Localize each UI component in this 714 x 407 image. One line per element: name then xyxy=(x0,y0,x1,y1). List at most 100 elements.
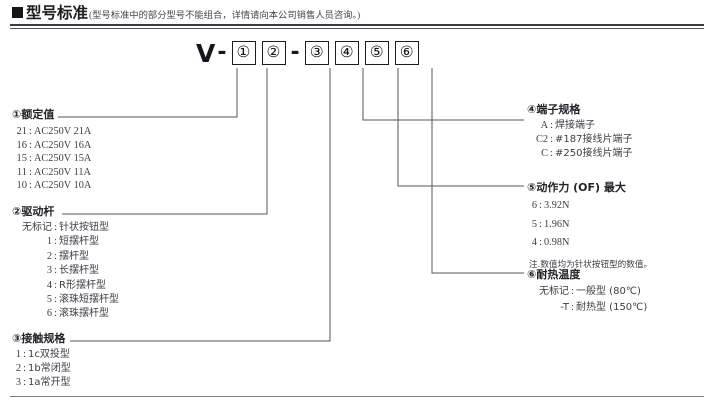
section-2-title: ②驱动杆 xyxy=(12,205,55,218)
list-item: 1 : 1c双投型 xyxy=(12,348,71,362)
list-item: 2 : 1b常闭型 xyxy=(12,362,71,376)
item-colon: : xyxy=(29,180,32,192)
list-item: 3 : 1a常开型 xyxy=(12,376,71,390)
footer-rule xyxy=(10,396,704,397)
item-code: 16 xyxy=(16,139,28,151)
item-code: 2 xyxy=(46,250,52,262)
list-item: 6 : 3.92N xyxy=(527,197,652,216)
header-rule-thin xyxy=(10,27,704,29)
model-box-3: ③ xyxy=(304,41,329,65)
item-colon: : xyxy=(539,237,542,248)
item-colon: : xyxy=(54,265,57,277)
item-code: 4 xyxy=(531,237,537,248)
section-3-title: ③接触规格 xyxy=(12,332,66,345)
item-desc: 1c双投型 xyxy=(28,349,70,360)
item-desc: AC250V 16A xyxy=(34,139,92,151)
item-colon: : xyxy=(29,153,32,165)
item-colon: : xyxy=(54,279,57,291)
item-desc: 耐热型 (150℃) xyxy=(576,302,648,313)
section-operating-force: ⑤动作力 (OF) 最大 6 : 3.92N 5 : 1.96N 4 : 0.9… xyxy=(527,181,652,270)
item-desc: 0.98N xyxy=(544,237,570,248)
item-colon: : xyxy=(54,308,57,320)
item-code: 6 xyxy=(46,308,52,320)
list-item: 无标记 : 一般型 (80℃) xyxy=(527,284,647,300)
section-contact-spec: ③接触规格 1 : 1c双投型 2 : 1b常闭型 3 : 1a常开型 xyxy=(12,332,71,390)
item-code: A xyxy=(540,120,548,131)
item-desc: 1.96N xyxy=(544,218,570,230)
item-code: 10 xyxy=(16,180,28,192)
model-dash-1: - xyxy=(217,40,227,65)
item-desc: AC250V 10A xyxy=(34,180,92,192)
list-item: C2 : #187接线片端子 xyxy=(527,133,633,147)
model-dash-2: - xyxy=(290,40,300,65)
item-colon: : xyxy=(54,222,57,233)
item-colon: : xyxy=(539,218,542,230)
header-note: (型号标准中的部分型号不能组合，详情请向本公司销售人员咨询。) xyxy=(89,11,361,21)
item-code: 4 xyxy=(46,279,52,291)
header-title-row: 型号标准 (型号标准中的部分型号不能组合，详情请向本公司销售人员咨询。) xyxy=(12,1,360,23)
item-desc: 滚珠摆杆型 xyxy=(59,308,109,320)
item-colon: : xyxy=(29,166,32,178)
section-6-title: ⑥耐热温度 xyxy=(527,268,581,281)
model-number-row: V - ① ② - ③ ④ ⑤ ⑥ xyxy=(196,38,422,68)
list-item: 6 : 滚珠摆杆型 xyxy=(12,307,119,321)
item-code: 3 xyxy=(15,377,21,388)
section-rated-value: ①额定值 21 : AC250V 21A 16 : AC250V 16A 15 … xyxy=(12,108,91,193)
item-code: 15 xyxy=(16,153,28,165)
item-code: 6 xyxy=(531,200,537,211)
leader-line-4 xyxy=(362,68,524,121)
item-colon: : xyxy=(550,148,553,159)
item-desc: AC250V 21A xyxy=(34,126,92,137)
section-1-title: ①额定值 xyxy=(12,108,55,121)
section-4-list: A : 焊接端子 C2 : #187接线片端子 C : #250接线片端子 xyxy=(527,119,633,161)
item-colon: : xyxy=(23,349,26,360)
item-colon: : xyxy=(29,126,32,137)
page-header: 型号标准 (型号标准中的部分型号不能组合，详情请向本公司销售人员咨询。) xyxy=(0,0,714,26)
filled-square-icon xyxy=(12,6,23,18)
item-code: C2 xyxy=(535,134,548,145)
section-1-list: 21 : AC250V 21A 16 : AC250V 16A 15 : AC2… xyxy=(12,125,92,193)
circled-number-2: ② xyxy=(266,43,281,62)
item-desc: 一般型 (80℃) xyxy=(576,286,641,297)
list-item: 15 : AC250V 15A xyxy=(12,152,92,166)
list-item: C : #250接线片端子 xyxy=(527,147,632,161)
leader-line-5 xyxy=(397,68,524,187)
item-colon: : xyxy=(54,250,57,262)
item-colon: : xyxy=(571,302,574,313)
circled-number-3: ③ xyxy=(309,43,324,62)
item-code: 无标记 xyxy=(22,222,52,233)
list-item: 无标记 : 针状按钮型 xyxy=(12,221,119,235)
item-desc: 滚珠短摆杆型 xyxy=(59,294,119,306)
list-item: 1 : 短摆杆型 xyxy=(12,235,119,249)
item-code: 3 xyxy=(46,265,52,277)
item-desc: #250接线片端子 xyxy=(555,148,633,159)
section-heat-resistance: ⑥耐热温度 无标记 : 一般型 (80℃) -T : 耐热型 (150℃) xyxy=(527,268,647,316)
list-item: 5 : 滚珠短摆杆型 xyxy=(12,293,119,307)
circled-number-5: ⑤ xyxy=(369,43,384,62)
item-code: 5 xyxy=(46,294,52,306)
list-item: 10 : AC250V 10A xyxy=(12,179,92,193)
list-item: 3 : 长摆杆型 xyxy=(12,264,119,278)
item-code: 5 xyxy=(531,218,537,230)
list-item: 4 : 0.98N xyxy=(527,234,652,253)
item-desc: 针状按钮型 xyxy=(59,222,109,233)
model-box-4: ④ xyxy=(334,41,359,65)
item-desc: AC250V 15A xyxy=(34,153,92,165)
list-item: 21 : AC250V 21A xyxy=(12,125,92,139)
item-code: 无标记 xyxy=(539,286,569,297)
section-5-note: 注.数值均为针状按钮型的数值。 xyxy=(529,259,653,270)
item-colon: : xyxy=(23,377,26,388)
leader-line-6 xyxy=(431,68,524,274)
model-box-1: ① xyxy=(231,41,256,65)
list-item: 11 : AC250V 11A xyxy=(12,166,91,180)
item-desc: 1b常闭型 xyxy=(28,363,71,374)
model-box-2: ② xyxy=(261,41,286,65)
item-code: 2 xyxy=(15,363,21,374)
item-desc: 短摆杆型 xyxy=(59,236,99,248)
list-item: A : 焊接端子 xyxy=(527,119,632,133)
item-code: -T xyxy=(560,302,569,313)
section-terminal-spec: ④端子规格 A : 焊接端子 C2 : #187接线片端子 C : #250接线… xyxy=(527,103,632,161)
item-colon: : xyxy=(539,200,542,211)
circled-number-6: ⑥ xyxy=(399,43,414,62)
model-box-5: ⑤ xyxy=(364,41,389,65)
